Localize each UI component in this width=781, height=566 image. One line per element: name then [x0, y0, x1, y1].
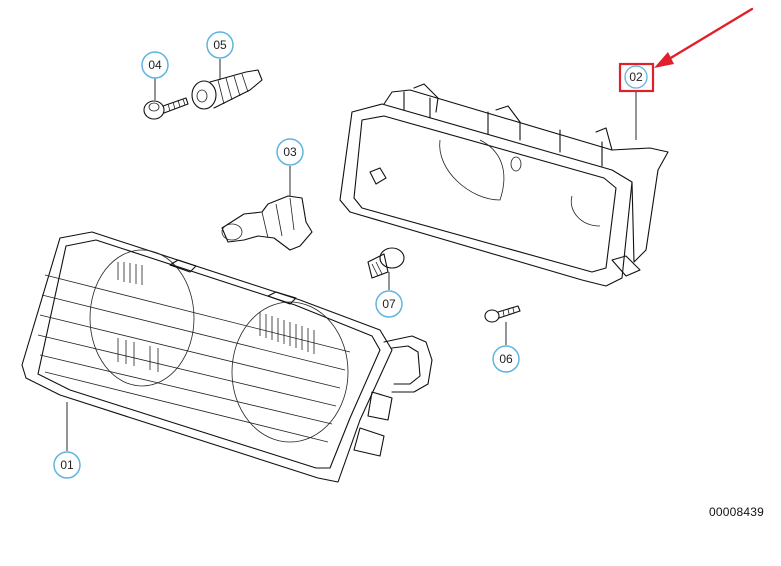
callout-label: 06 — [499, 352, 513, 366]
arrowhead-icon — [654, 52, 674, 68]
callout-05[interactable]: 05 — [206, 31, 234, 59]
callout-label: 07 — [382, 297, 396, 311]
callout-label: 01 — [60, 458, 74, 472]
callout-04[interactable]: 04 — [141, 51, 169, 79]
callout-03[interactable]: 03 — [276, 138, 304, 166]
callout-06[interactable]: 06 — [492, 345, 520, 373]
callout-01[interactable]: 01 — [53, 451, 81, 479]
callout-label: 03 — [283, 145, 297, 159]
callout-circle — [624, 65, 648, 89]
callout-circle — [492, 345, 520, 373]
bulb-part — [221, 195, 313, 251]
callout-circle — [53, 451, 81, 479]
callout-02[interactable]: 02 — [618, 62, 655, 93]
screw-part-04 — [143, 97, 189, 120]
callout-circle — [276, 138, 304, 166]
callout-label: 04 — [148, 58, 162, 72]
callout-label: 05 — [213, 38, 227, 52]
callout-07[interactable]: 07 — [375, 290, 403, 318]
drawing-number: 00008439 — [709, 505, 764, 519]
leader-lines — [66, 59, 637, 451]
headlight-housing-part — [339, 83, 669, 287]
highlight-arrow — [654, 7, 754, 68]
headlight-lens-part — [21, 231, 433, 483]
clip-part-07 — [367, 247, 405, 279]
callout-circle — [141, 51, 169, 79]
screw-part-06 — [484, 305, 521, 323]
adjuster-part-05 — [191, 69, 263, 110]
callout-circle — [375, 290, 403, 318]
callout-circle — [206, 31, 234, 59]
callout-label: 02 — [629, 70, 643, 84]
